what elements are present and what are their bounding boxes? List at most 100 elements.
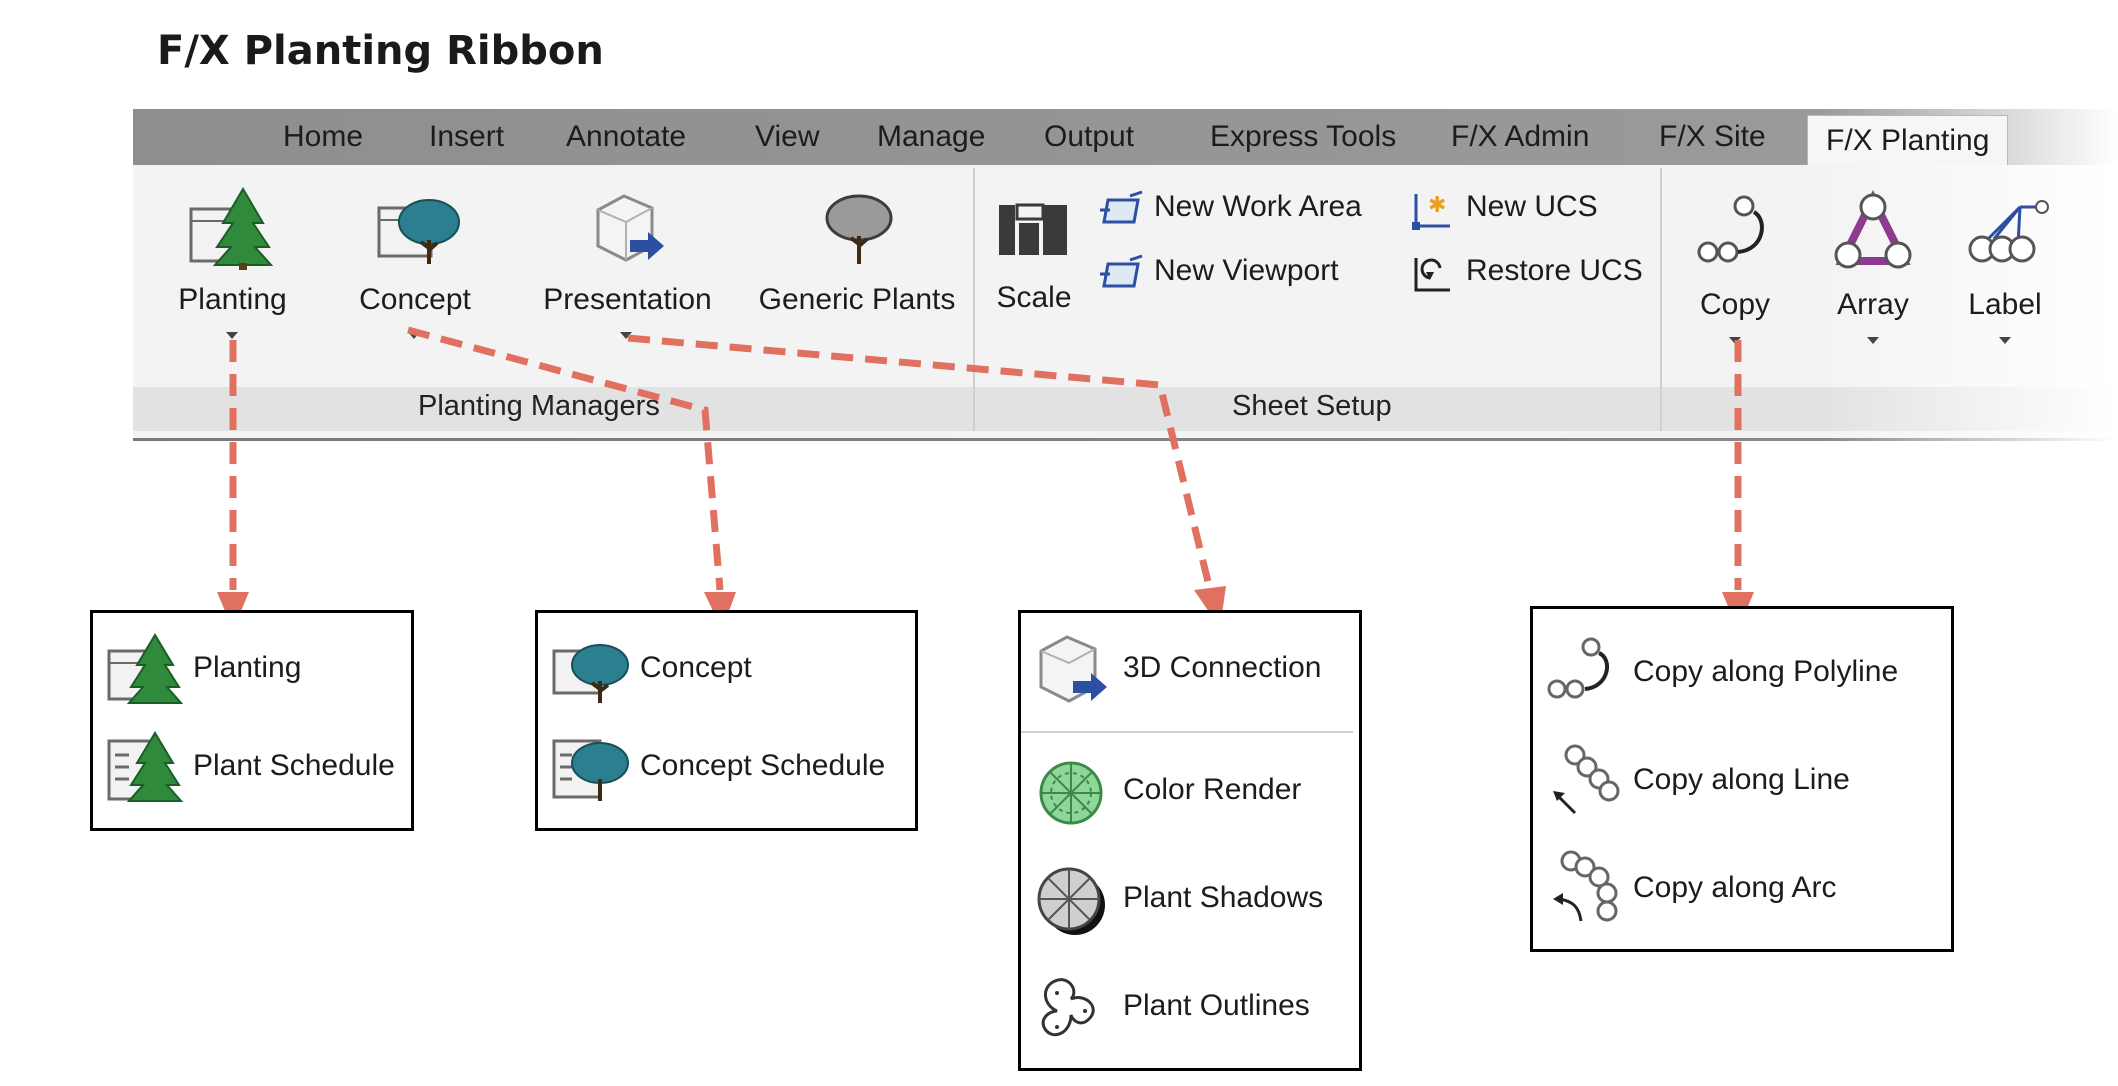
presentation-dropdown-menu: 3D Connection Color Render Plant Shadows… xyxy=(1018,610,1362,1071)
chevron-down-icon[interactable] xyxy=(620,332,632,339)
label-button-label: Label xyxy=(1968,288,2042,321)
panel-title-sheet-setup[interactable]: Sheet Setup xyxy=(1232,390,1392,422)
menu-item-concept-schedule[interactable]: Concept Schedule xyxy=(552,735,902,805)
menu-item-plant-shadows[interactable]: Plant Shadows xyxy=(1035,863,1345,939)
copy-polyline-icon xyxy=(1697,195,1764,263)
ucs-icon: ✱ xyxy=(1412,193,1450,230)
tab-express-tools[interactable]: Express Tools xyxy=(1210,120,1397,153)
page-heading: F/X Planting Ribbon xyxy=(157,28,604,74)
evergreen-tree-icon xyxy=(107,633,184,704)
panel-title-bar xyxy=(133,387,2118,431)
plant-outlines-icon xyxy=(1041,978,1095,1037)
tab-home[interactable]: Home xyxy=(283,120,364,153)
tab-view[interactable]: View xyxy=(755,120,820,153)
menu-item-label: Planting xyxy=(193,651,302,684)
tab-fx-admin[interactable]: F/X Admin xyxy=(1451,120,1590,153)
menu-item-planting[interactable]: Planting xyxy=(107,633,397,709)
generic-tree-icon xyxy=(825,194,893,264)
tab-fx-site[interactable]: F/X Site xyxy=(1659,120,1766,153)
chevron-down-icon[interactable] xyxy=(226,332,238,339)
concept-schedule-icon xyxy=(552,739,629,801)
menu-item-label: Color Render xyxy=(1123,773,1302,806)
new-viewport-label: New Viewport xyxy=(1154,254,1339,287)
copy-polyline-icon xyxy=(1547,637,1609,699)
scale-icon xyxy=(999,203,1067,255)
planting-button[interactable]: Planting xyxy=(160,180,305,355)
menu-item-plant-outlines[interactable]: Plant Outlines xyxy=(1035,971,1345,1047)
new-ucs-button[interactable]: ✱ New UCS xyxy=(1408,186,1648,234)
3d-cube-arrow-icon xyxy=(596,194,664,262)
canopy-tree-icon xyxy=(552,644,629,703)
menu-item-label: Concept Schedule xyxy=(640,749,886,782)
tab-manage[interactable]: Manage xyxy=(877,120,986,153)
panel-title-planting-managers[interactable]: Planting Managers xyxy=(418,390,660,422)
svg-text:✱: ✱ xyxy=(1428,193,1446,218)
viewport-icon xyxy=(1100,254,1143,288)
array-button[interactable]: Array xyxy=(1818,185,1928,355)
new-work-area-button[interactable]: New Work Area xyxy=(1100,186,1400,234)
chevron-down-icon[interactable] xyxy=(1867,337,1879,344)
menu-item-label: Plant Shadows xyxy=(1123,881,1324,914)
presentation-button-label: Presentation xyxy=(543,283,712,316)
tab-fx-planting[interactable]: F/X Planting xyxy=(1807,115,2009,166)
tab-insert[interactable]: Insert xyxy=(429,120,505,153)
concept-button[interactable]: Concept xyxy=(345,180,485,355)
ribbon-tab-strip: Home Insert Annotate View Manage Output … xyxy=(133,109,2118,166)
menu-item-copy-along-line[interactable]: Copy along Line xyxy=(1545,741,1940,821)
arrow-presentation xyxy=(627,334,1214,591)
restore-ucs-icon xyxy=(1414,258,1450,292)
menu-item-plant-schedule[interactable]: Plant Schedule xyxy=(107,731,397,807)
tab-annotate[interactable]: Annotate xyxy=(566,120,687,153)
concept-button-label: Concept xyxy=(359,283,471,316)
menu-item-label: Copy along Line xyxy=(1633,763,1850,796)
panel-separator xyxy=(973,168,975,431)
canopy-tree-icon xyxy=(377,199,460,264)
copy-dropdown-menu: Copy along Polyline Copy along Line Copy… xyxy=(1530,606,1954,952)
tab-output[interactable]: Output xyxy=(1044,120,1135,153)
ribbon-bottom-border xyxy=(133,438,2118,441)
menu-item-label: Copy along Arc xyxy=(1633,871,1837,904)
planting-dropdown-menu: Planting Plant Schedule xyxy=(90,610,414,831)
evergreen-tree-icon xyxy=(189,187,274,270)
menu-item-label: Plant Schedule xyxy=(193,749,395,782)
menu-item-copy-along-polyline[interactable]: Copy along Polyline xyxy=(1545,633,1940,713)
new-ucs-label: New UCS xyxy=(1466,190,1598,223)
array-button-label: Array xyxy=(1837,288,1909,321)
menu-divider xyxy=(1021,731,1353,733)
menu-item-label: Plant Outlines xyxy=(1123,989,1310,1022)
copy-button[interactable]: Copy xyxy=(1680,185,1790,355)
color-render-icon xyxy=(1039,761,1103,825)
work-area-icon xyxy=(1100,190,1143,224)
plant-shadows-icon xyxy=(1037,867,1105,935)
menu-item-label: Concept xyxy=(640,651,752,684)
copy-button-label: Copy xyxy=(1699,288,1771,321)
scale-button[interactable]: Scale xyxy=(990,195,1078,345)
array-triangle-icon xyxy=(1834,190,1912,269)
presentation-button[interactable]: Presentation xyxy=(535,180,720,355)
menu-item-3d-connection[interactable]: 3D Connection xyxy=(1035,633,1345,709)
menu-item-color-render[interactable]: Color Render xyxy=(1035,755,1345,831)
menu-item-label: 3D Connection xyxy=(1123,651,1322,684)
restore-ucs-label: Restore UCS xyxy=(1466,254,1643,287)
plant-schedule-icon xyxy=(107,731,184,802)
arrow-concept xyxy=(407,326,724,591)
menu-item-copy-along-arc[interactable]: Copy along Arc xyxy=(1545,849,1940,929)
restore-ucs-button[interactable]: Restore UCS xyxy=(1408,250,1648,298)
label-button[interactable]: Label xyxy=(1950,185,2060,355)
label-leader-icon xyxy=(1968,200,2049,263)
chevron-down-icon[interactable] xyxy=(1999,337,2011,344)
new-work-area-label: New Work Area xyxy=(1154,190,1362,223)
chevron-down-icon[interactable] xyxy=(408,332,420,339)
copy-arc-icon xyxy=(1553,850,1618,922)
concept-dropdown-menu: Concept Concept Schedule xyxy=(535,610,918,831)
menu-item-label: Copy along Polyline xyxy=(1633,655,1899,688)
generic-plants-button-label: Generic Plants xyxy=(758,283,956,316)
copy-line-icon xyxy=(1553,744,1620,815)
menu-item-concept[interactable]: Concept xyxy=(552,637,902,707)
planting-button-label: Planting xyxy=(178,283,287,316)
new-viewport-button[interactable]: New Viewport xyxy=(1100,250,1400,298)
scale-button-label: Scale xyxy=(996,281,1072,314)
generic-plants-button[interactable]: Generic Plants xyxy=(752,180,962,355)
3d-cube-arrow-icon xyxy=(1039,635,1107,703)
